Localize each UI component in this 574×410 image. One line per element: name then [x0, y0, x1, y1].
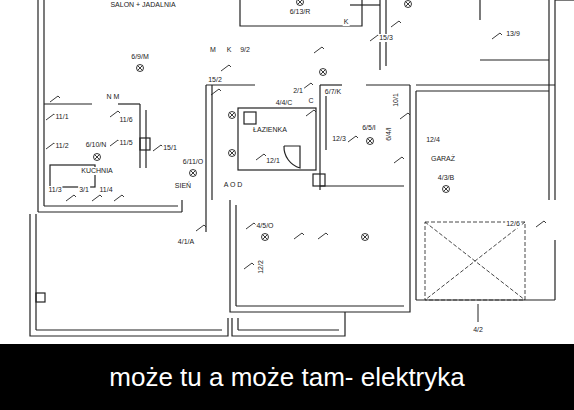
switch-symbol	[244, 263, 254, 269]
callout-label: 13/9	[505, 30, 521, 38]
callout-label: 11/4	[98, 186, 113, 194]
leader-line	[478, 304, 479, 322]
callout-label: 6/11/O	[182, 158, 205, 166]
switch-symbol	[391, 21, 401, 27]
callout-label: 4/5/O	[255, 222, 274, 230]
switch-symbol	[294, 233, 304, 239]
callout-label: 12/3	[331, 135, 347, 143]
callout-label: 4/4/C	[275, 99, 294, 107]
callout-label: SIEŃ	[174, 182, 192, 190]
callout-label: 11/3	[47, 186, 62, 194]
switch-symbol	[318, 233, 328, 239]
switch-symbol	[536, 221, 546, 227]
lamp-symbol	[320, 69, 327, 76]
callout-label: 15/1	[162, 144, 178, 152]
callout-label: 12/4	[425, 136, 441, 144]
switch-symbol	[50, 96, 60, 102]
switch-symbol	[492, 33, 502, 39]
callout-label: 11/1	[54, 113, 69, 121]
lamp-symbol	[405, 1, 412, 8]
callout-label: 12/1	[265, 157, 281, 165]
switch-symbol	[306, 110, 316, 116]
callout-label: 12/2	[257, 259, 265, 275]
callout-label: KUCHNIA	[80, 167, 114, 175]
callout-label: 11/2	[54, 142, 69, 150]
callout-label: 3/1	[78, 186, 90, 194]
switch-symbol	[221, 65, 231, 71]
switch-symbol	[303, 83, 313, 89]
callout-label: 10/1	[392, 92, 400, 108]
switch-symbol	[394, 157, 404, 163]
switch-symbol	[114, 195, 124, 201]
callout-label: 2/1	[292, 87, 304, 95]
callout-label: SALON + JADALNIA	[109, 1, 176, 9]
lamp-symbol	[362, 234, 369, 241]
lamp-symbol	[443, 186, 450, 193]
caption: może tu a może tam- elektryka	[0, 344, 574, 410]
callout-label: GARAŻ	[430, 155, 456, 163]
lamp-symbol	[262, 234, 269, 241]
callout-label: 9/2	[239, 46, 251, 54]
garage-door	[425, 222, 525, 300]
callout-label: 6/13/R	[289, 8, 312, 16]
callout-label: K	[343, 18, 350, 26]
switch-symbol	[196, 225, 206, 231]
callout-label: 4/2	[472, 326, 484, 334]
callout-label: 12/6	[505, 220, 521, 228]
switch-symbol	[211, 89, 221, 95]
callout-label: K	[226, 46, 233, 54]
callout-label: 11/6	[118, 116, 133, 124]
callout-label: 6/7/K	[324, 88, 342, 96]
callout-label: 6/4/I	[385, 126, 393, 142]
callout-label: A O D	[223, 181, 244, 189]
switch-symbol	[348, 136, 358, 142]
callout-label: M	[209, 46, 217, 54]
callout-label: C	[307, 97, 314, 105]
callout-label: 6/10/N	[85, 141, 108, 149]
lamp-symbol	[94, 154, 101, 161]
callout-label: 4/1/A	[177, 238, 195, 246]
callout-label: 4/3/B	[437, 174, 455, 182]
lamp-symbol	[229, 150, 236, 157]
switch-symbol	[66, 195, 76, 201]
electrical-symbols	[46, 0, 546, 269]
lamp-symbol	[229, 112, 236, 119]
callout-label: 15/2	[207, 76, 223, 84]
lamp-symbol	[367, 138, 374, 145]
lamp-symbol	[137, 65, 144, 72]
switch-symbol	[400, 113, 410, 119]
switch-symbol	[314, 47, 324, 53]
callout-label: ŁAZIENKA	[252, 126, 288, 134]
callout-label: 15/3	[378, 34, 394, 42]
callout-label: 11/5	[118, 139, 133, 147]
lamp-symbol	[297, 0, 304, 6]
callout-label: N M	[106, 93, 121, 101]
switch-symbol	[92, 195, 102, 201]
callout-label: 6/9/M	[130, 53, 150, 61]
callout-label: 6/5/I	[361, 124, 377, 132]
lamp-symbol	[190, 170, 197, 177]
walls	[30, 0, 574, 336]
